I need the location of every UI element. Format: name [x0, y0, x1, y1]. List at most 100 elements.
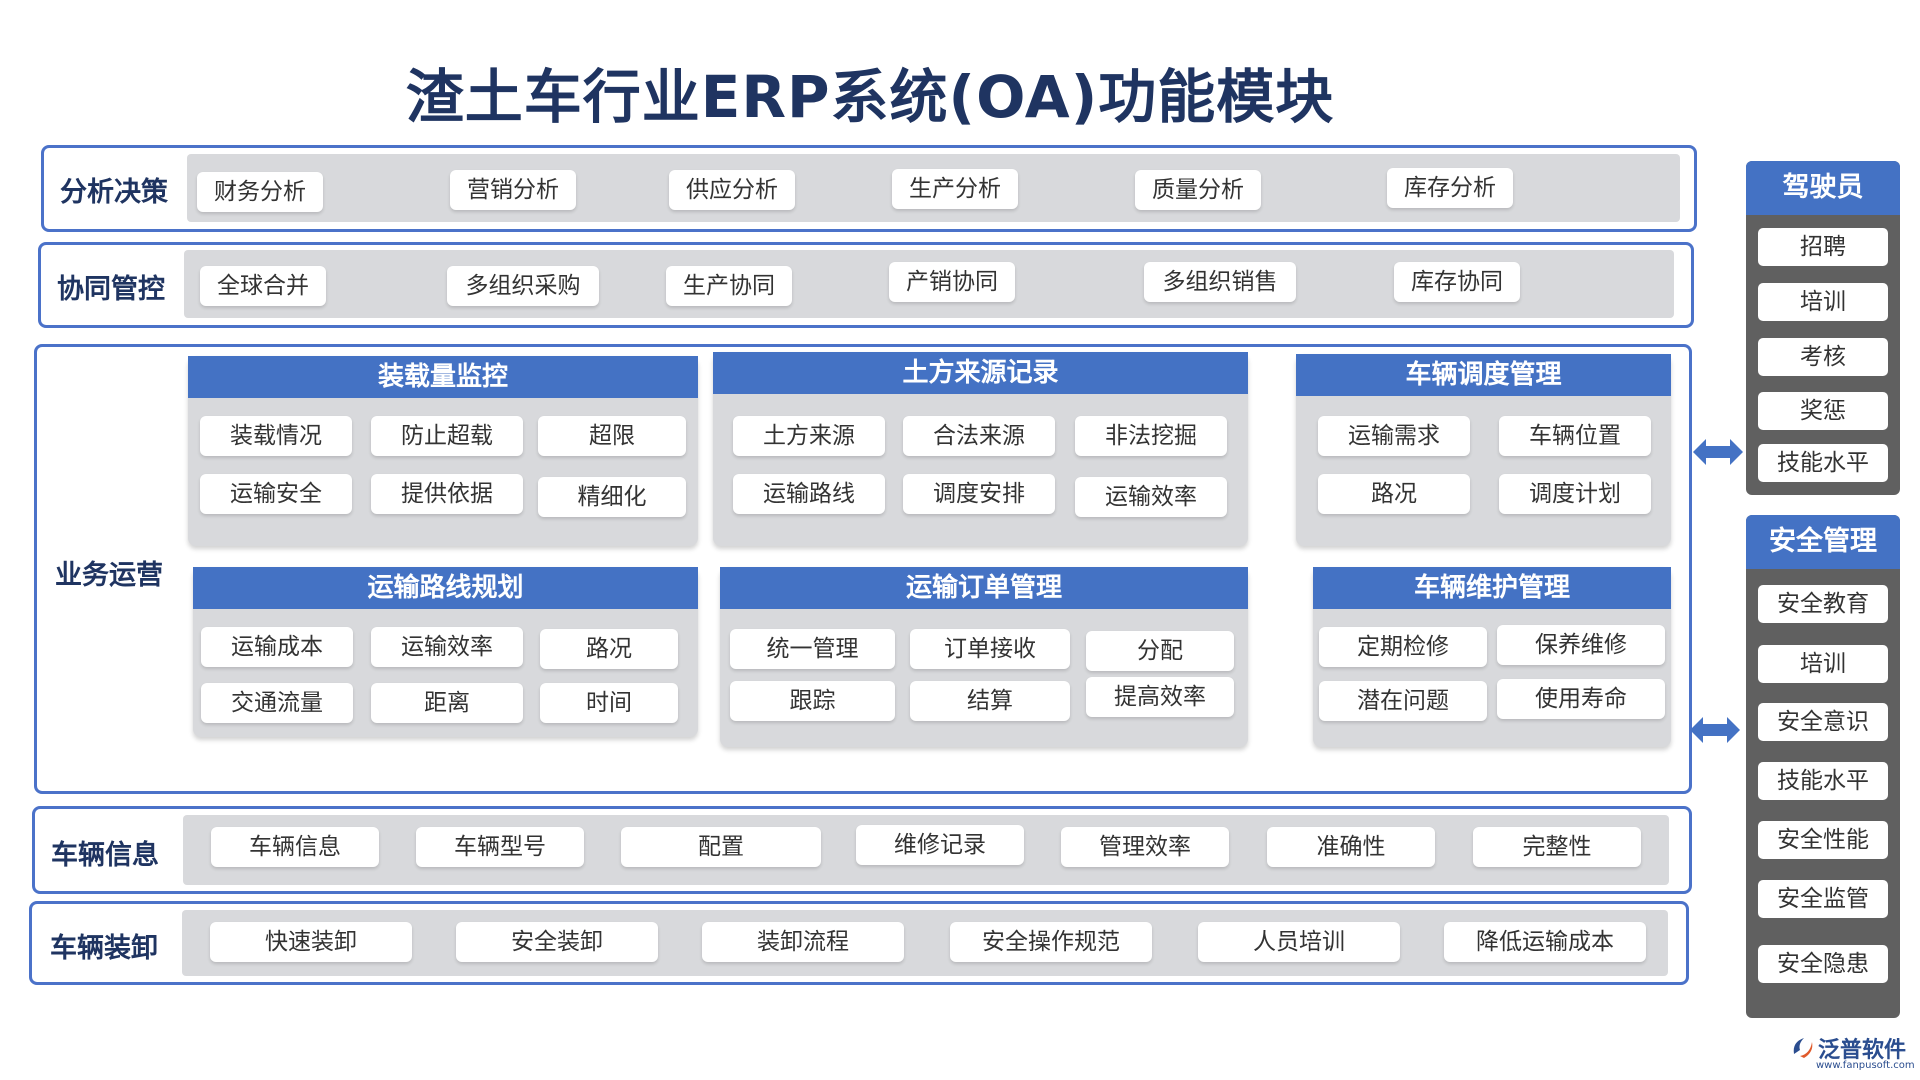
safety-panel: 安全管理 安全教育 培训 安全意识 技能水平 安全性能 安全监管 安全隐患: [1746, 515, 1900, 1018]
panel-item: 精细化: [538, 477, 686, 517]
panel-title: 土方来源记录: [713, 352, 1248, 394]
panel-item: 距离: [371, 683, 523, 723]
panel-item: 提供依据: [371, 474, 523, 514]
panel-title: 运输路线规划: [193, 567, 698, 609]
panel-load-monitor: 装载量监控 装载情况 防止超载 超限 运输安全 提供依据 精细化: [188, 356, 698, 546]
panel-title: 运输订单管理: [720, 567, 1248, 609]
double-arrow-icon: [1690, 717, 1740, 743]
panel-route-planning: 运输路线规划 运输成本 运输效率 路况 交通流量 距离 时间: [193, 567, 698, 737]
logo-url: www.fanpusoft.com: [1816, 1060, 1915, 1071]
collab-item: 全球合并: [200, 266, 326, 306]
driver-item: 培训: [1758, 283, 1888, 321]
panel-item: 跟踪: [730, 681, 895, 721]
panel-item: 结算: [910, 681, 1070, 721]
driver-panel: 驾驶员 招聘 培训 考核 奖惩 技能水平: [1746, 161, 1900, 495]
panel-item: 分配: [1086, 631, 1234, 671]
analysis-item: 库存分析: [1387, 168, 1513, 208]
analysis-tray: 财务分析 营销分析 供应分析 生产分析 质量分析 库存分析: [187, 154, 1680, 222]
driver-item: 技能水平: [1758, 444, 1888, 482]
panel-item: 运输效率: [1075, 477, 1227, 517]
collab-item: 库存协同: [1394, 262, 1520, 302]
collab-tray: 全球合并 多组织采购 生产协同 产销协同 多组织销售 库存协同: [184, 250, 1674, 318]
driver-item: 奖惩: [1758, 392, 1888, 430]
logo-icon: [1793, 1038, 1813, 1058]
vehicle-info-item: 配置: [621, 827, 821, 867]
safety-title: 安全管理: [1746, 515, 1900, 569]
panel-maintenance: 车辆维护管理 定期检修 保养维修 潜在问题 使用寿命: [1313, 567, 1671, 747]
safety-item: 安全教育: [1758, 585, 1888, 623]
safety-item: 技能水平: [1758, 762, 1888, 800]
vehicle-info-item: 车辆信息: [211, 827, 379, 867]
business-band: 业务运营 装载量监控 装载情况 防止超载 超限 运输安全 提供依据 精细化 土方…: [34, 344, 1692, 794]
loading-item: 人员培训: [1198, 922, 1400, 962]
panel-item: 运输效率: [371, 627, 523, 667]
analysis-label: 分析决策: [60, 177, 168, 208]
loading-label: 车辆装卸: [50, 933, 158, 964]
logo-name: 泛普软件: [1818, 1038, 1907, 1063]
page-title: 渣土车行业ERP系统(OA)功能模块: [405, 63, 1335, 131]
loading-tray: 快速装卸 安全装卸 装卸流程 安全操作规范 人员培训 降低运输成本: [182, 910, 1668, 976]
panel-item: 保养维修: [1497, 625, 1665, 665]
collab-item: 多组织采购: [447, 266, 599, 306]
collab-item: 多组织销售: [1144, 262, 1296, 302]
panel-item: 定期检修: [1319, 627, 1487, 667]
safety-item: 培训: [1758, 645, 1888, 683]
collab-item: 生产协同: [666, 266, 792, 306]
panel-item: 运输安全: [200, 474, 352, 514]
panel-item: 时间: [540, 683, 678, 723]
panel-item: 车辆位置: [1499, 416, 1651, 456]
vehicle-info-item: 完整性: [1473, 827, 1641, 867]
panel-item: 运输需求: [1318, 416, 1470, 456]
analysis-item: 质量分析: [1135, 170, 1261, 210]
loading-band: 车辆装卸 快速装卸 安全装卸 装卸流程 安全操作规范 人员培训 降低运输成本: [29, 901, 1689, 985]
panel-vehicle-dispatch: 车辆调度管理 运输需求 车辆位置 路况 调度计划: [1296, 354, 1671, 546]
panel-order-management: 运输订单管理 统一管理 订单接收 分配 跟踪 结算 提高效率: [720, 567, 1248, 747]
panel-item: 超限: [538, 416, 686, 456]
business-label: 业务运营: [55, 560, 163, 591]
analysis-band: 分析决策 财务分析 营销分析 供应分析 生产分析 质量分析 库存分析: [41, 145, 1697, 232]
safety-item: 安全性能: [1758, 821, 1888, 859]
panel-item: 土方来源: [733, 416, 885, 456]
analysis-item: 财务分析: [197, 172, 323, 212]
panel-item: 合法来源: [903, 416, 1055, 456]
fanpu-logo: 泛普软件 www.fanpusoft.com: [1790, 1030, 1916, 1076]
panel-item: 运输成本: [201, 627, 353, 667]
panel-item: 使用寿命: [1497, 679, 1665, 719]
panel-item: 交通流量: [201, 683, 353, 723]
vehicle-info-item: 管理效率: [1061, 827, 1229, 867]
analysis-item: 供应分析: [669, 170, 795, 210]
panel-item: 路况: [1318, 474, 1470, 514]
panel-earth-source: 土方来源记录 土方来源 合法来源 非法挖掘 运输路线 调度安排 运输效率: [713, 352, 1248, 546]
panel-item: 路况: [540, 629, 678, 669]
double-arrow-icon: [1693, 439, 1743, 465]
driver-title: 驾驶员: [1746, 161, 1900, 215]
driver-item: 招聘: [1758, 228, 1888, 266]
collab-band: 协同管控 全球合并 多组织采购 生产协同 产销协同 多组织销售 库存协同: [38, 242, 1694, 328]
vehicle-info-item: 准确性: [1267, 827, 1435, 867]
panel-title: 车辆调度管理: [1296, 354, 1671, 396]
vehicle-info-item: 车辆型号: [416, 827, 584, 867]
panel-item: 提高效率: [1086, 677, 1234, 717]
safety-item: 安全监管: [1758, 880, 1888, 918]
panel-item: 调度计划: [1499, 474, 1651, 514]
loading-item: 安全装卸: [456, 922, 658, 962]
loading-item: 降低运输成本: [1444, 922, 1646, 962]
collab-label: 协同管控: [57, 274, 165, 305]
panel-item: 订单接收: [910, 629, 1070, 669]
vehicle-info-band: 车辆信息 车辆信息 车辆型号 配置 维修记录 管理效率 准确性 完整性: [32, 806, 1692, 894]
panel-item: 非法挖掘: [1075, 416, 1227, 456]
panel-title: 装载量监控: [188, 356, 698, 398]
panel-title: 车辆维护管理: [1313, 567, 1671, 609]
panel-item: 调度安排: [903, 474, 1055, 514]
vehicle-info-item: 维修记录: [856, 825, 1024, 865]
loading-item: 安全操作规范: [950, 922, 1152, 962]
panel-item: 统一管理: [730, 629, 895, 669]
analysis-item: 生产分析: [892, 169, 1018, 209]
collab-item: 产销协同: [889, 262, 1015, 302]
vehicle-info-label: 车辆信息: [51, 840, 159, 871]
safety-item: 安全意识: [1758, 703, 1888, 741]
safety-item: 安全隐患: [1758, 945, 1888, 983]
panel-item: 运输路线: [733, 474, 885, 514]
panel-item: 潜在问题: [1319, 681, 1487, 721]
loading-item: 装卸流程: [702, 922, 904, 962]
